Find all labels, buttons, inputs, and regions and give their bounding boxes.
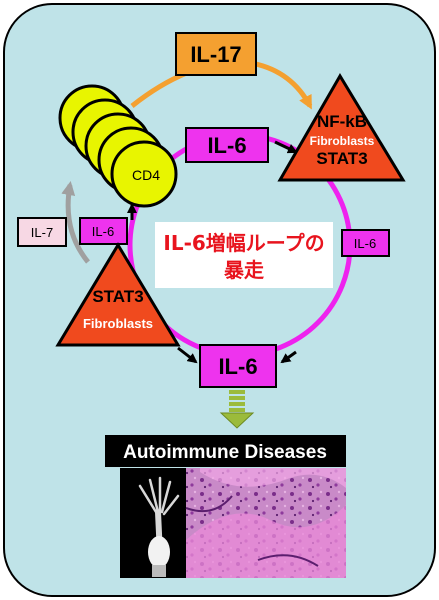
il6-top-box (185, 127, 269, 163)
triangle-nfkb-stat3 (277, 73, 406, 182)
loop-arrow-bottom-right (280, 350, 297, 364)
triangle-left-line1: STAT3 (92, 287, 143, 306)
il6-right-box (341, 229, 390, 257)
cd4-cell-front (110, 140, 178, 208)
cd4-label: CD4 (132, 167, 160, 183)
autoimmune-banner (105, 435, 346, 467)
triangle-stat3-fibroblasts (55, 242, 181, 347)
joint-histology-image (185, 468, 346, 578)
amplification-loop-label-box (155, 222, 333, 288)
triangle-right-line1: NF-kB (317, 112, 367, 131)
triangle-right-line3: STAT3 (316, 149, 367, 168)
amplification-loop-label-line1: IL-6増幅ループの (163, 231, 324, 255)
loop-arrow-top (274, 140, 298, 154)
il17-label: IL-17 (190, 42, 241, 67)
cd4-cell-stack: CD4 (58, 84, 178, 208)
il7-arrow (61, 181, 90, 264)
il6-bottom-label: IL-6 (218, 354, 257, 379)
il6-left-box (79, 217, 128, 245)
il6-bottom-box (199, 344, 277, 388)
il17-box (175, 32, 257, 76)
il6-top-label: IL-6 (207, 133, 246, 158)
il6-right-label: IL-6 (354, 236, 376, 251)
il7-label: IL-7 (31, 225, 53, 240)
triangle-right-line2: Fibroblasts (310, 134, 375, 148)
autoimmune-banner-label: Autoimmune Diseases (123, 442, 327, 463)
amplification-loop-label-line2: 暴走 (224, 258, 264, 282)
loop-arrow-bottom-left (177, 346, 198, 364)
paw-xray-image (120, 468, 186, 578)
down-arrow (219, 390, 255, 429)
triangle-left-line2: Fibroblasts (83, 316, 153, 331)
il6-left-label: IL-6 (92, 224, 114, 239)
il7-box (17, 217, 67, 247)
